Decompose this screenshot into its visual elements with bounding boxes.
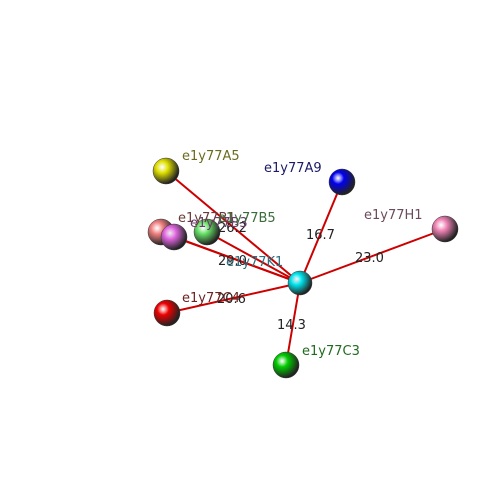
node-label-e1y77B5: e1y77B5 — [218, 211, 276, 226]
edge-e1y77B5 — [206, 231, 301, 284]
node-e1y77B3[interactable] — [160, 223, 188, 251]
edges-layer — [160, 170, 446, 366]
distance-label-e1y77B5: 26.2 — [218, 221, 247, 236]
edge-e1y77A9 — [299, 181, 343, 284]
edge-e1y77C3 — [285, 282, 301, 366]
node-label-e1y77B1: e1y77B1 — [178, 211, 236, 226]
distance-label-e1y77C3: 14.3 — [277, 318, 306, 333]
node-label-e1y77B3: e1y77B3 — [190, 216, 248, 231]
distance-label-e1y77A9: 16.7 — [306, 228, 335, 243]
edge-e1y77A5 — [165, 170, 301, 284]
node-label-e1y77C3: e1y77C3 — [302, 344, 360, 359]
node-e1y77B5[interactable] — [193, 218, 221, 246]
distance-label-overlap: 29.0 — [218, 254, 247, 269]
edge-e1y77C4 — [166, 282, 301, 314]
nodes-layer — [147, 157, 459, 379]
node-e1y77A5[interactable] — [152, 157, 180, 185]
node-label-e1y77A9: e1y77A9 — [264, 161, 322, 176]
distance-label-e1y77C4: 20.6 — [217, 292, 246, 307]
node-labels-layer: e1y77A5e1y77A9e1y77H1e1y77B1e1y77B3e1y77… — [178, 149, 423, 359]
node-label-e1y77A5: e1y77A5 — [182, 149, 240, 164]
node-e1y77C3[interactable] — [272, 351, 300, 379]
edge-e1y77B3 — [173, 236, 301, 284]
node-e1y77C4[interactable] — [153, 299, 181, 327]
node-center[interactable] — [287, 270, 313, 296]
node-label-center: e1y77K1 — [226, 255, 283, 270]
node-label-e1y77C4: e1y77C4 — [182, 291, 240, 306]
edge-e1y77H1 — [299, 228, 446, 284]
distance-labels-layer: 29.0 16.7 23.0 26.2 20.6 14.3 — [217, 221, 384, 333]
distance-label-e1y77H1: 23.0 — [355, 251, 384, 266]
node-e1y77A9[interactable] — [328, 168, 356, 196]
node-e1y77H1[interactable] — [431, 215, 459, 243]
node-label-e1y77H1: e1y77H1 — [364, 208, 423, 223]
